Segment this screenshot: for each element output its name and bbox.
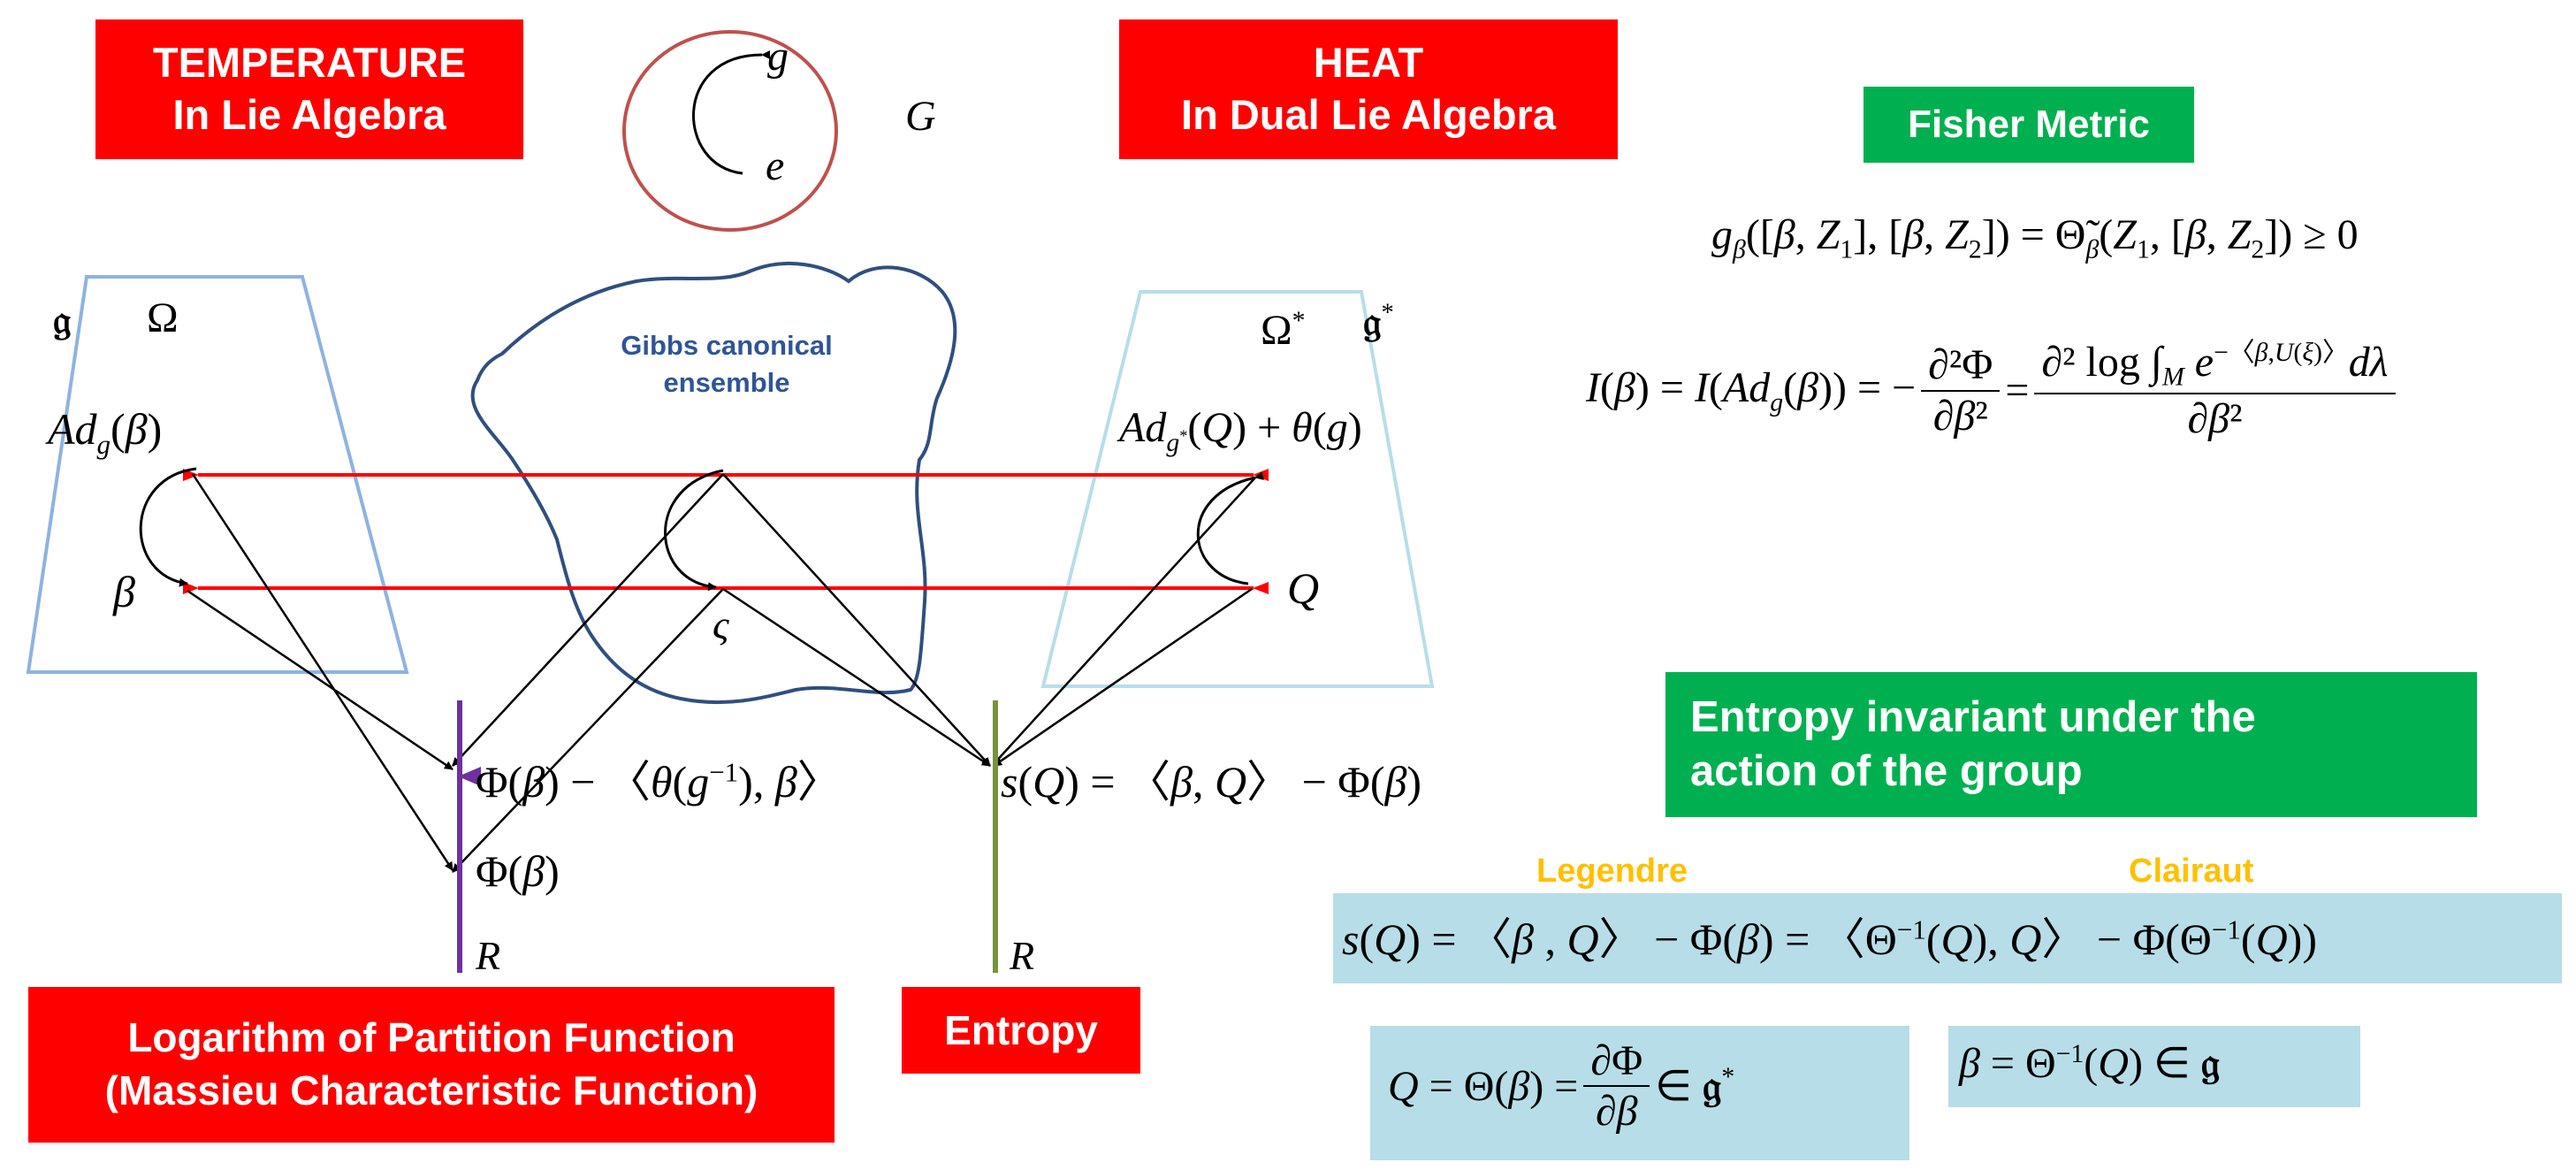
fisher-metric-label: Fisher Metric: [1908, 103, 2150, 146]
action-loop-left: [139, 467, 197, 587]
gibbs-line1: Gibbs canonical: [621, 330, 833, 361]
fisher-metric-formula: gβ([β, Z1], [β, Z2]) = Θ̃β(Z1, [β, Z2]) …: [1711, 211, 2359, 264]
dual-lie-algebra-trapezoid: [1040, 290, 1435, 688]
Q-label: Q: [1287, 563, 1320, 613]
map-line-3: [452, 473, 724, 767]
map-line-1: [191, 473, 454, 871]
beta-label: β: [113, 567, 135, 616]
action-loop-center: [664, 469, 724, 592]
dual-lie-algebra-symbol: 𝔤*: [1363, 297, 1394, 345]
temperature-title: TEMPERATURE: [152, 39, 467, 87]
map-line-7: [993, 477, 1256, 765]
group-identity-e: e: [766, 142, 785, 189]
action-loop-right: [1196, 471, 1264, 585]
map-line-6: [722, 587, 991, 768]
massieu-formula: Φ(β): [476, 846, 560, 896]
map-line-5: [722, 473, 991, 767]
legendre-clairaut-formula: s(Q) = 〈β , Q〉 − Φ(β) = 〈Θ−1(Q), Q〉 − Φ(…: [1342, 914, 2317, 964]
lie-algebra-symbol: 𝔤: [53, 295, 72, 343]
gibbs-label: Gibbs canonical ensemble: [594, 327, 859, 401]
entropy-box: Entropy: [902, 987, 1140, 1074]
varsigma-label: ς: [713, 602, 729, 647]
omega-star-label: Ω*: [1261, 306, 1306, 354]
entropy-invariant-line1: Entropy invariant under the: [1690, 692, 2256, 741]
clairaut-label: Clairaut: [2129, 853, 2254, 890]
temperature-box: TEMPERATURE In Lie Algebra: [95, 19, 523, 159]
log-partition-line2: (Massieu Characteristic Function): [104, 1067, 758, 1113]
entropy-invariant-line2: action of the group: [1690, 747, 2083, 795]
moment-map-formula: Q = Θ(β) = ∂Φ∂β ∈ 𝔤*: [1388, 1037, 1735, 1136]
moment-map-panel: [1370, 1026, 1909, 1160]
coadjoint-Q-label: Adg*(Q) + θ(g): [1119, 404, 1362, 457]
entropy-formula: s(Q) = 〈β, Q〉 − Φ(β): [1001, 757, 1422, 807]
heat-title: HEAT: [1313, 39, 1424, 87]
adjoint-beta-label: Adg(β): [48, 404, 163, 460]
map-line-2: [187, 589, 453, 771]
group-element-g: g: [767, 33, 789, 80]
R-axis-right-label: R: [1010, 933, 1035, 978]
log-partition-line1: Logarithm of Partition Function: [127, 1014, 735, 1061]
group-G-label: G: [905, 93, 936, 140]
gibbs-line2: ensemble: [663, 366, 790, 398]
legendre-label: Legendre: [1536, 853, 1688, 890]
entropy-label: Entropy: [944, 1007, 1098, 1053]
inverse-map-panel: [1948, 1026, 2360, 1107]
fisher-information-formula: I(β) = I(Adg(β)) = − ∂²Φ∂β² = ∂² log ∫M …: [1586, 338, 2401, 443]
map-line-8: [993, 587, 1253, 768]
temperature-subtitle: In Lie Algebra: [172, 91, 446, 138]
legendre-clairaut-panel: [1333, 893, 2562, 983]
map-line-4: [452, 588, 724, 873]
lie-algebra-trapezoid: [26, 275, 409, 674]
R-axis-left-label: R: [476, 933, 501, 978]
inverse-map-formula: β = Θ−1(Q) ∈ 𝔤: [1959, 1038, 2221, 1088]
heat-box: HEAT In Dual Lie Algebra: [1119, 19, 1618, 159]
massieu-shifted-formula: Φ(β) − 〈θ(g−1), β〉: [476, 756, 842, 807]
fisher-metric-box: Fisher Metric: [1863, 87, 2194, 163]
group-action-arrow: [692, 50, 771, 175]
group-circle: [622, 30, 838, 232]
entropy-invariant-box: Entropy invariant under the action of th…: [1665, 672, 2477, 817]
heat-subtitle: In Dual Lie Algebra: [1181, 91, 1556, 138]
omega-label: Ω: [147, 294, 179, 341]
gibbs-ensemble-boundary: [470, 261, 957, 705]
log-partition-box: Logarithm of Partition Function (Massieu…: [28, 987, 835, 1143]
